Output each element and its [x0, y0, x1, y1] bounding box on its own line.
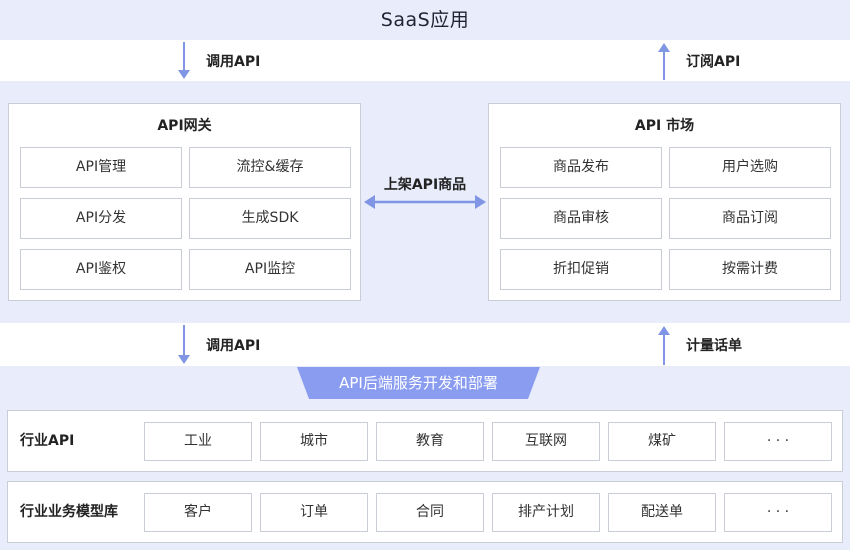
- gateway-item-api-auth: API鉴权: [20, 249, 182, 290]
- market-item-goods-subscribe: 商品订阅: [669, 198, 831, 239]
- gateway-item-flow-control-cache: 流控&缓存: [189, 147, 351, 188]
- gateway-item-api-distribution: API分发: [20, 198, 182, 239]
- gateway-item-api-management: API管理: [20, 147, 182, 188]
- industry-model-label: 行业业务模型库: [20, 504, 118, 520]
- down-arrow-icon: [178, 42, 190, 79]
- api-gateway-title: API网关: [157, 118, 212, 134]
- industry-api-item: 煤矿: [608, 422, 716, 461]
- industry-model-row: 行业业务模型库 客户 订单 合同 排产计划 配送单 · · ·: [7, 481, 843, 543]
- backend-ribbon-title: API后端服务开发和部署: [339, 374, 498, 392]
- backend-ribbon: [297, 367, 540, 399]
- market-item-goods-publish: 商品发布: [500, 147, 662, 188]
- list-goods-label: 上架API商品: [383, 177, 467, 193]
- industry-model-item: 订单: [260, 493, 368, 532]
- saas-app-title: SaaS应用: [380, 9, 470, 31]
- metering-label: 计量话单: [686, 338, 742, 354]
- call-api-label-bottom: 调用API: [206, 338, 261, 354]
- industry-model-item: 合同: [376, 493, 484, 532]
- industry-model-item: 客户: [144, 493, 252, 532]
- market-item-discount-promo: 折扣促销: [500, 249, 662, 290]
- up-arrow-icon: [658, 326, 670, 365]
- industry-api-item-more: · · ·: [724, 422, 832, 461]
- call-api-label-top: 调用API: [206, 54, 261, 70]
- market-item-goods-review: 商品审核: [500, 198, 662, 239]
- top-band: [0, 0, 850, 40]
- subscribe-api-label: 订阅API: [686, 54, 741, 70]
- api-market-panel: API 市场 商品发布 用户选购 商品审核 商品订阅 折扣促销 按需计费: [488, 103, 841, 301]
- industry-api-item: 互联网: [492, 422, 600, 461]
- api-market-title: API 市场: [634, 118, 695, 134]
- market-item-user-purchase: 用户选购: [669, 147, 831, 188]
- up-arrow-icon: [658, 43, 670, 80]
- gateway-item-generate-sdk: 生成SDK: [189, 198, 351, 239]
- industry-api-item: 教育: [376, 422, 484, 461]
- down-arrow-icon: [178, 325, 190, 364]
- api-gateway-panel: API网关 API管理 流控&缓存 API分发 生成SDK API鉴权 API监…: [8, 103, 361, 301]
- gateway-item-api-monitor: API监控: [189, 249, 351, 290]
- industry-api-label: 行业API: [20, 433, 75, 449]
- industry-api-item: 工业: [144, 422, 252, 461]
- double-arrow-icon: [364, 195, 486, 209]
- industry-model-item: 排产计划: [492, 493, 600, 532]
- industry-model-item: 配送单: [608, 493, 716, 532]
- industry-model-item-more: · · ·: [724, 493, 832, 532]
- market-item-on-demand-billing: 按需计费: [669, 249, 831, 290]
- industry-api-item: 城市: [260, 422, 368, 461]
- industry-api-row: 行业API 工业 城市 教育 互联网 煤矿 · · ·: [7, 410, 843, 472]
